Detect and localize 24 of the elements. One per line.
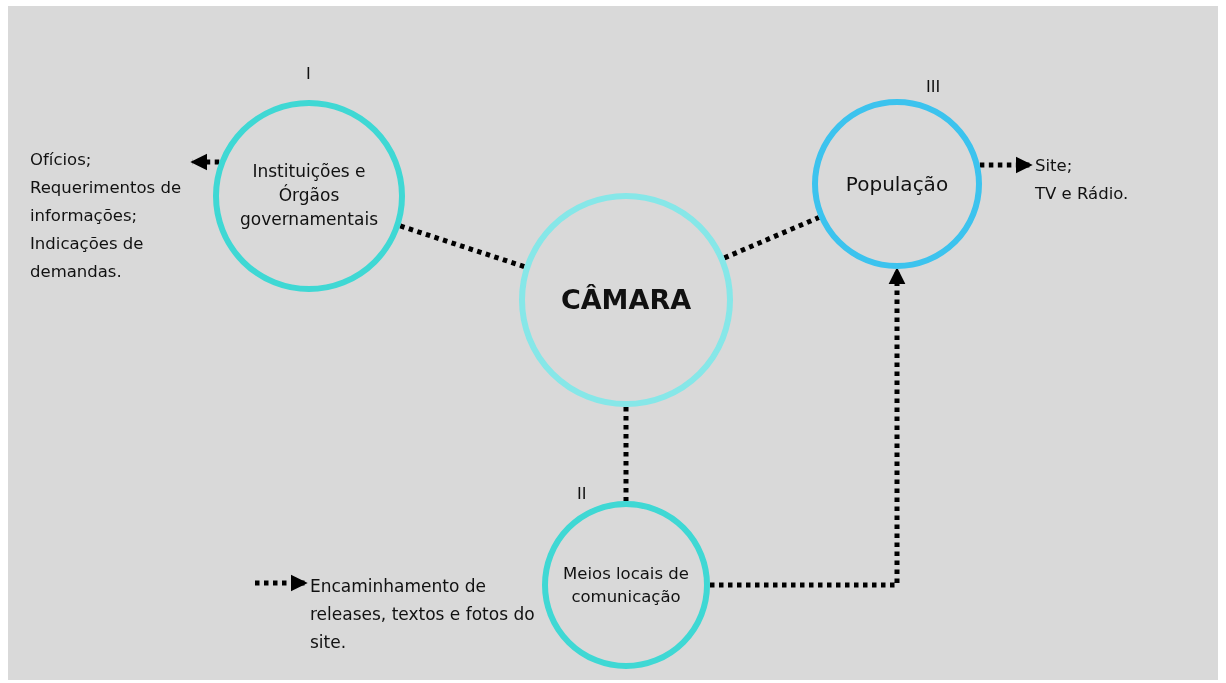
circle-node <box>542 501 710 669</box>
bullet-item: Ofícios; <box>30 149 93 171</box>
bullet-item: Requerimentos de informações; <box>30 177 183 227</box>
dotted-connector <box>723 215 820 261</box>
dotted-arrow <box>255 574 308 592</box>
dotted-arrow <box>710 267 906 588</box>
roman-numeral: I <box>306 64 311 83</box>
dotted-connector <box>623 407 629 501</box>
circle-node <box>812 99 982 269</box>
roman-numeral: III <box>926 77 941 96</box>
node-label: População <box>845 171 949 198</box>
node-label: CÂMARA <box>560 283 692 318</box>
note-text: Encaminhamento de releases, textos e fotos do site. <box>310 575 536 654</box>
bullet-item: TV e Rádio. <box>1035 183 1130 205</box>
node-label: Meios locais de comunicação <box>562 562 690 608</box>
dotted-arrow <box>190 153 220 171</box>
roman-numeral: II <box>577 484 587 503</box>
circle-node <box>519 193 733 407</box>
bullet-item: Site; <box>1035 155 1074 177</box>
dotted-arrow <box>979 156 1033 174</box>
circle-node <box>213 100 405 292</box>
dotted-connector <box>399 223 526 270</box>
node-label: Instituições e Órgãos governamentais <box>238 160 380 231</box>
bullet-item: Indicações de demandas. <box>30 233 145 283</box>
